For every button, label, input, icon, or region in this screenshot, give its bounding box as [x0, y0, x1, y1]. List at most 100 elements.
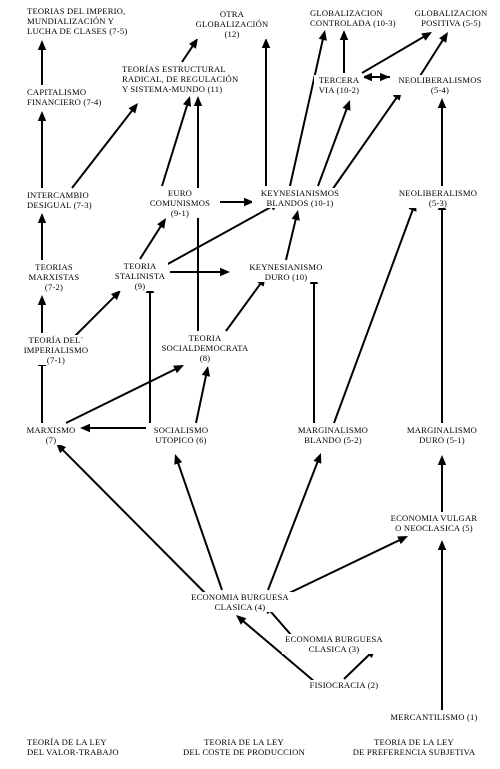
- arrow-line: [181, 44, 195, 63]
- arrow-line: [195, 373, 208, 424]
- arrow-keynes_duro-to-keynes_blandos: [285, 210, 300, 261]
- arrow-head: [37, 111, 47, 121]
- arrow-keynes_blandos-to-otra_glob: [261, 38, 271, 186]
- arrow-line: [60, 447, 207, 595]
- arrow-line: [225, 281, 263, 332]
- arrow-keynes_blandos-to-tercera_via: [317, 100, 351, 187]
- arrow-fisiocracia-to-burguesa4: [236, 615, 316, 683]
- arrow-euro-to-keynes_blandos: [218, 197, 254, 207]
- arrow-head: [236, 615, 247, 625]
- arrow-burguesa4-to-vulgar: [282, 536, 408, 597]
- arrow-head: [111, 290, 121, 300]
- arrow-head: [439, 32, 448, 43]
- arrow-head: [173, 365, 184, 374]
- arrow-neolib_53-to-neolib_54: [437, 98, 447, 186]
- arrow-estructural-to-otra_glob: [181, 38, 198, 63]
- arrow-head: [342, 100, 351, 111]
- arrow-line: [268, 609, 293, 637]
- arrow-socialdemocrata-to-keynes_duro: [225, 276, 266, 332]
- arrow-tercera_via-to-neolib_54: [362, 72, 390, 82]
- node-fisiocracia: FISIOCRACIA (2): [304, 680, 384, 690]
- arrow-line: [419, 38, 445, 77]
- node-neoliberalismos: NEOLIBERALISMOS(5-4): [391, 75, 489, 95]
- arrow-head: [80, 423, 90, 433]
- arrow-keynes_blandos-to-glob_controlada: [289, 30, 327, 187]
- arrow-socialismo-to-marxismo: [80, 423, 149, 433]
- arrow-line: [333, 208, 415, 424]
- arrow-line: [139, 224, 163, 260]
- node-neoliberalismo: NEOLIBERALISMO(5-3): [395, 188, 481, 208]
- arrow-marxistas-to-intercambio: [37, 213, 47, 260]
- arrow-head: [437, 98, 447, 108]
- arrow-line: [331, 96, 399, 191]
- arrow-head: [193, 96, 203, 106]
- arrow-head: [437, 455, 447, 465]
- arrow-line: [267, 460, 320, 591]
- arrow-head: [339, 30, 349, 40]
- arrow-line: [343, 652, 371, 680]
- arrow-intercambio-to-cap_financiero: [37, 111, 47, 188]
- arrow-marxismo-to-socialdemocrata: [65, 365, 184, 424]
- arrow-head: [157, 218, 166, 229]
- arrow-head: [380, 72, 390, 82]
- arrow-mercantilismo-to-vulgar: [437, 540, 447, 710]
- arrow-head: [201, 366, 210, 377]
- arrow-cap_financiero-to-imperio: [37, 40, 47, 85]
- arrow-head: [37, 213, 47, 223]
- arrow-socialismo-to-socialdemocrata: [195, 366, 210, 424]
- arrow-socialismo-to-stalinista: [145, 283, 155, 423]
- arrow-head: [37, 295, 47, 305]
- arrow-stalinista-to-keynes_duro: [170, 267, 230, 277]
- arrow-line: [285, 217, 298, 261]
- arrow-burguesa4-to-marxismo: [56, 443, 207, 595]
- arrow-head: [128, 103, 138, 114]
- arrow-line: [241, 619, 316, 683]
- arrow-intercambio-to-estructural: [71, 103, 138, 189]
- arrow-line: [71, 108, 134, 189]
- arrow-marg_blando-to-keynes_duro: [309, 274, 319, 423]
- arrow-head: [421, 32, 432, 41]
- arrow-head: [437, 540, 447, 550]
- arrow-head: [174, 454, 183, 465]
- arrow-head: [220, 267, 230, 277]
- arrow-line: [65, 367, 178, 424]
- arrow-euro-to-estructural: [161, 96, 191, 187]
- arrow-line: [165, 205, 274, 266]
- arrow-neolib_54-to-glob_positiva: [419, 32, 448, 77]
- arrow-head: [313, 453, 322, 464]
- arrow-burguesa4-to-marg_blando: [267, 453, 322, 591]
- arrow-head: [183, 96, 191, 107]
- arrow-head: [189, 38, 198, 49]
- arrow-head: [397, 536, 408, 545]
- arrow-marg_duro-to-neolib_53: [437, 200, 447, 423]
- arrow-imperialismo-to-marxistas: [37, 295, 47, 333]
- node-marxismo: MARXISMO(7): [26, 425, 76, 445]
- arrow-head: [318, 30, 327, 41]
- arrow-marg_blando-to-neolib_53: [333, 201, 417, 424]
- arrow-head: [261, 38, 271, 48]
- arrow-line: [361, 35, 426, 74]
- arrow-keynes_blandos-to-neolib_54: [331, 90, 402, 191]
- arrow-tercera_via-to-glob_controlada: [339, 30, 349, 73]
